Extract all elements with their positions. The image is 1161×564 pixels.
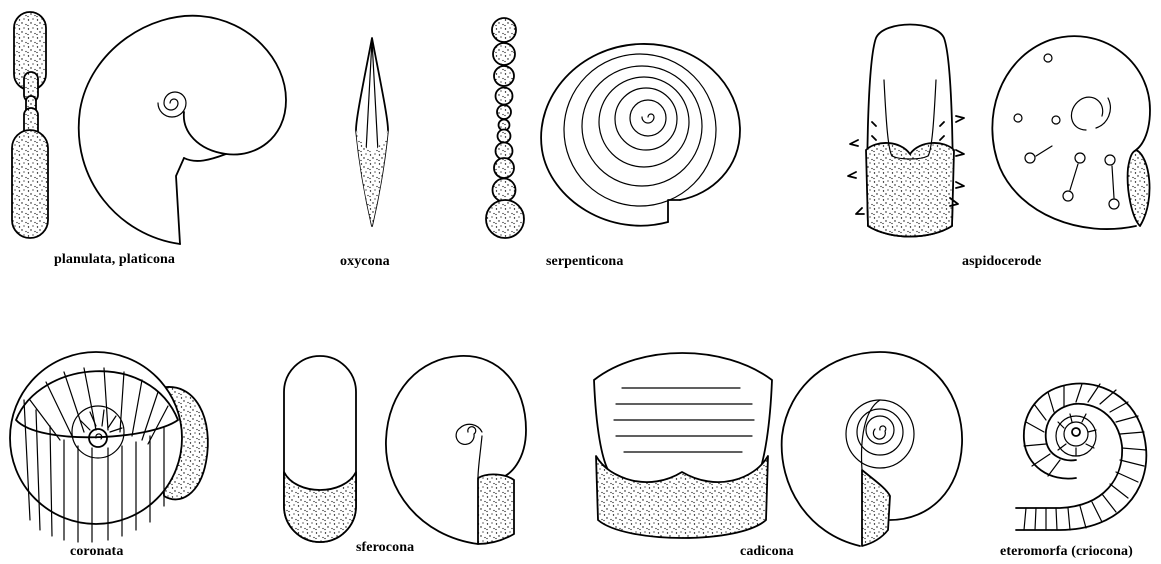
- label-aspidocerode: aspidocerode: [962, 254, 1042, 270]
- label-serpenticona: serpenticona: [546, 254, 623, 270]
- label-eteromorfa-criocona: eteromorfa (criocona): [1000, 544, 1133, 560]
- eteromorfa-criocona-shell: [1016, 384, 1146, 530]
- planulata-lateral-view: [79, 16, 286, 244]
- coronata-shell: [10, 352, 208, 542]
- label-oxycona: oxycona: [340, 254, 390, 270]
- serpenticona-section-view: [486, 18, 524, 238]
- aspidocerode-section-view: [848, 25, 964, 237]
- label-sferocona: sferocona: [356, 540, 414, 556]
- aspidocerode-lateral-view: [992, 36, 1150, 229]
- cadicona-section-view: [594, 353, 772, 538]
- serpenticona-lateral-view: [541, 44, 740, 226]
- label-cadicona: cadicona: [740, 544, 794, 560]
- oxycona-section-view: [356, 38, 388, 226]
- sferocona-section-view: [284, 356, 356, 542]
- label-coronata: coronata: [70, 544, 123, 560]
- sferocona-lateral-view: [386, 356, 526, 544]
- cadicona-lateral-view: [782, 352, 962, 546]
- label-planulata-platicona: planulata, platicona: [54, 252, 175, 268]
- planulata-section-view: [12, 12, 48, 238]
